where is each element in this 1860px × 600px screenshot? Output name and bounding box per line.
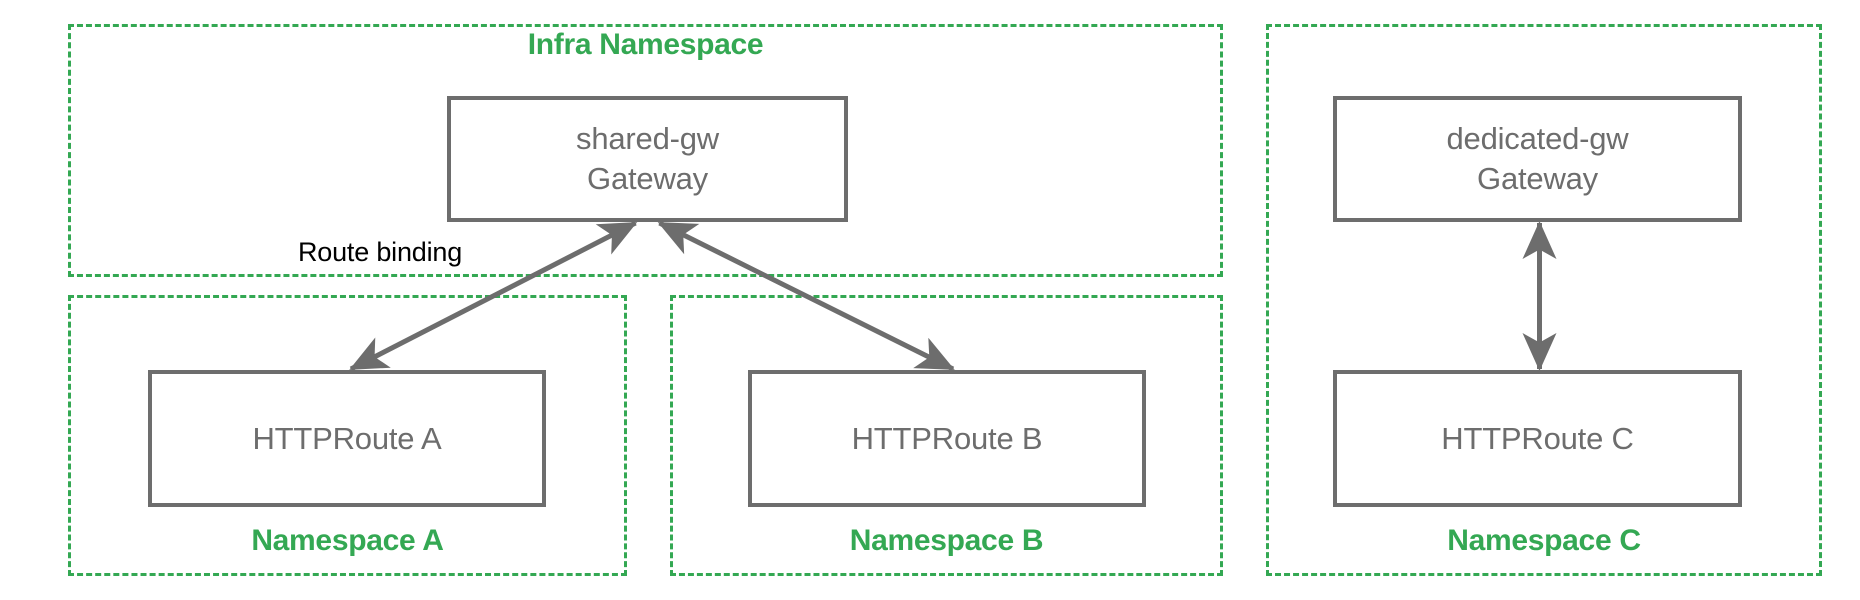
namespace-label-c: Namespace C	[1447, 524, 1641, 557]
node-dedicated-gw-line1: dedicated-gw	[1446, 121, 1629, 157]
namespace-container-c	[1266, 24, 1822, 576]
node-httproute-b: HTTPRoute B	[748, 370, 1146, 507]
node-dedicated-gw-gateway: dedicated-gw Gateway	[1333, 96, 1742, 222]
node-httproute-a: HTTPRoute A	[148, 370, 546, 507]
node-shared-gw-line1: shared-gw	[576, 121, 719, 157]
namespace-label-b: Namespace B	[849, 524, 1044, 557]
node-httproute-c-label: HTTPRoute C	[1441, 420, 1634, 456]
node-dedicated-gw-line2: Gateway	[1477, 161, 1598, 196]
node-httproute-b-label: HTTPRoute B	[851, 420, 1043, 456]
namespace-label-a: Namespace A	[251, 524, 444, 557]
node-httproute-a-label: HTTPRoute A	[252, 420, 442, 456]
node-shared-gw-line2: Gateway	[587, 161, 708, 196]
node-httproute-c: HTTPRoute C	[1333, 370, 1742, 507]
node-shared-gw-gateway: shared-gw Gateway	[447, 96, 848, 222]
namespace-container-a	[68, 295, 627, 576]
edge-label-route-binding: Route binding	[298, 237, 463, 267]
namespace-label-infra: Infra Namespace	[527, 28, 764, 61]
namespace-container-infra	[68, 24, 1223, 277]
